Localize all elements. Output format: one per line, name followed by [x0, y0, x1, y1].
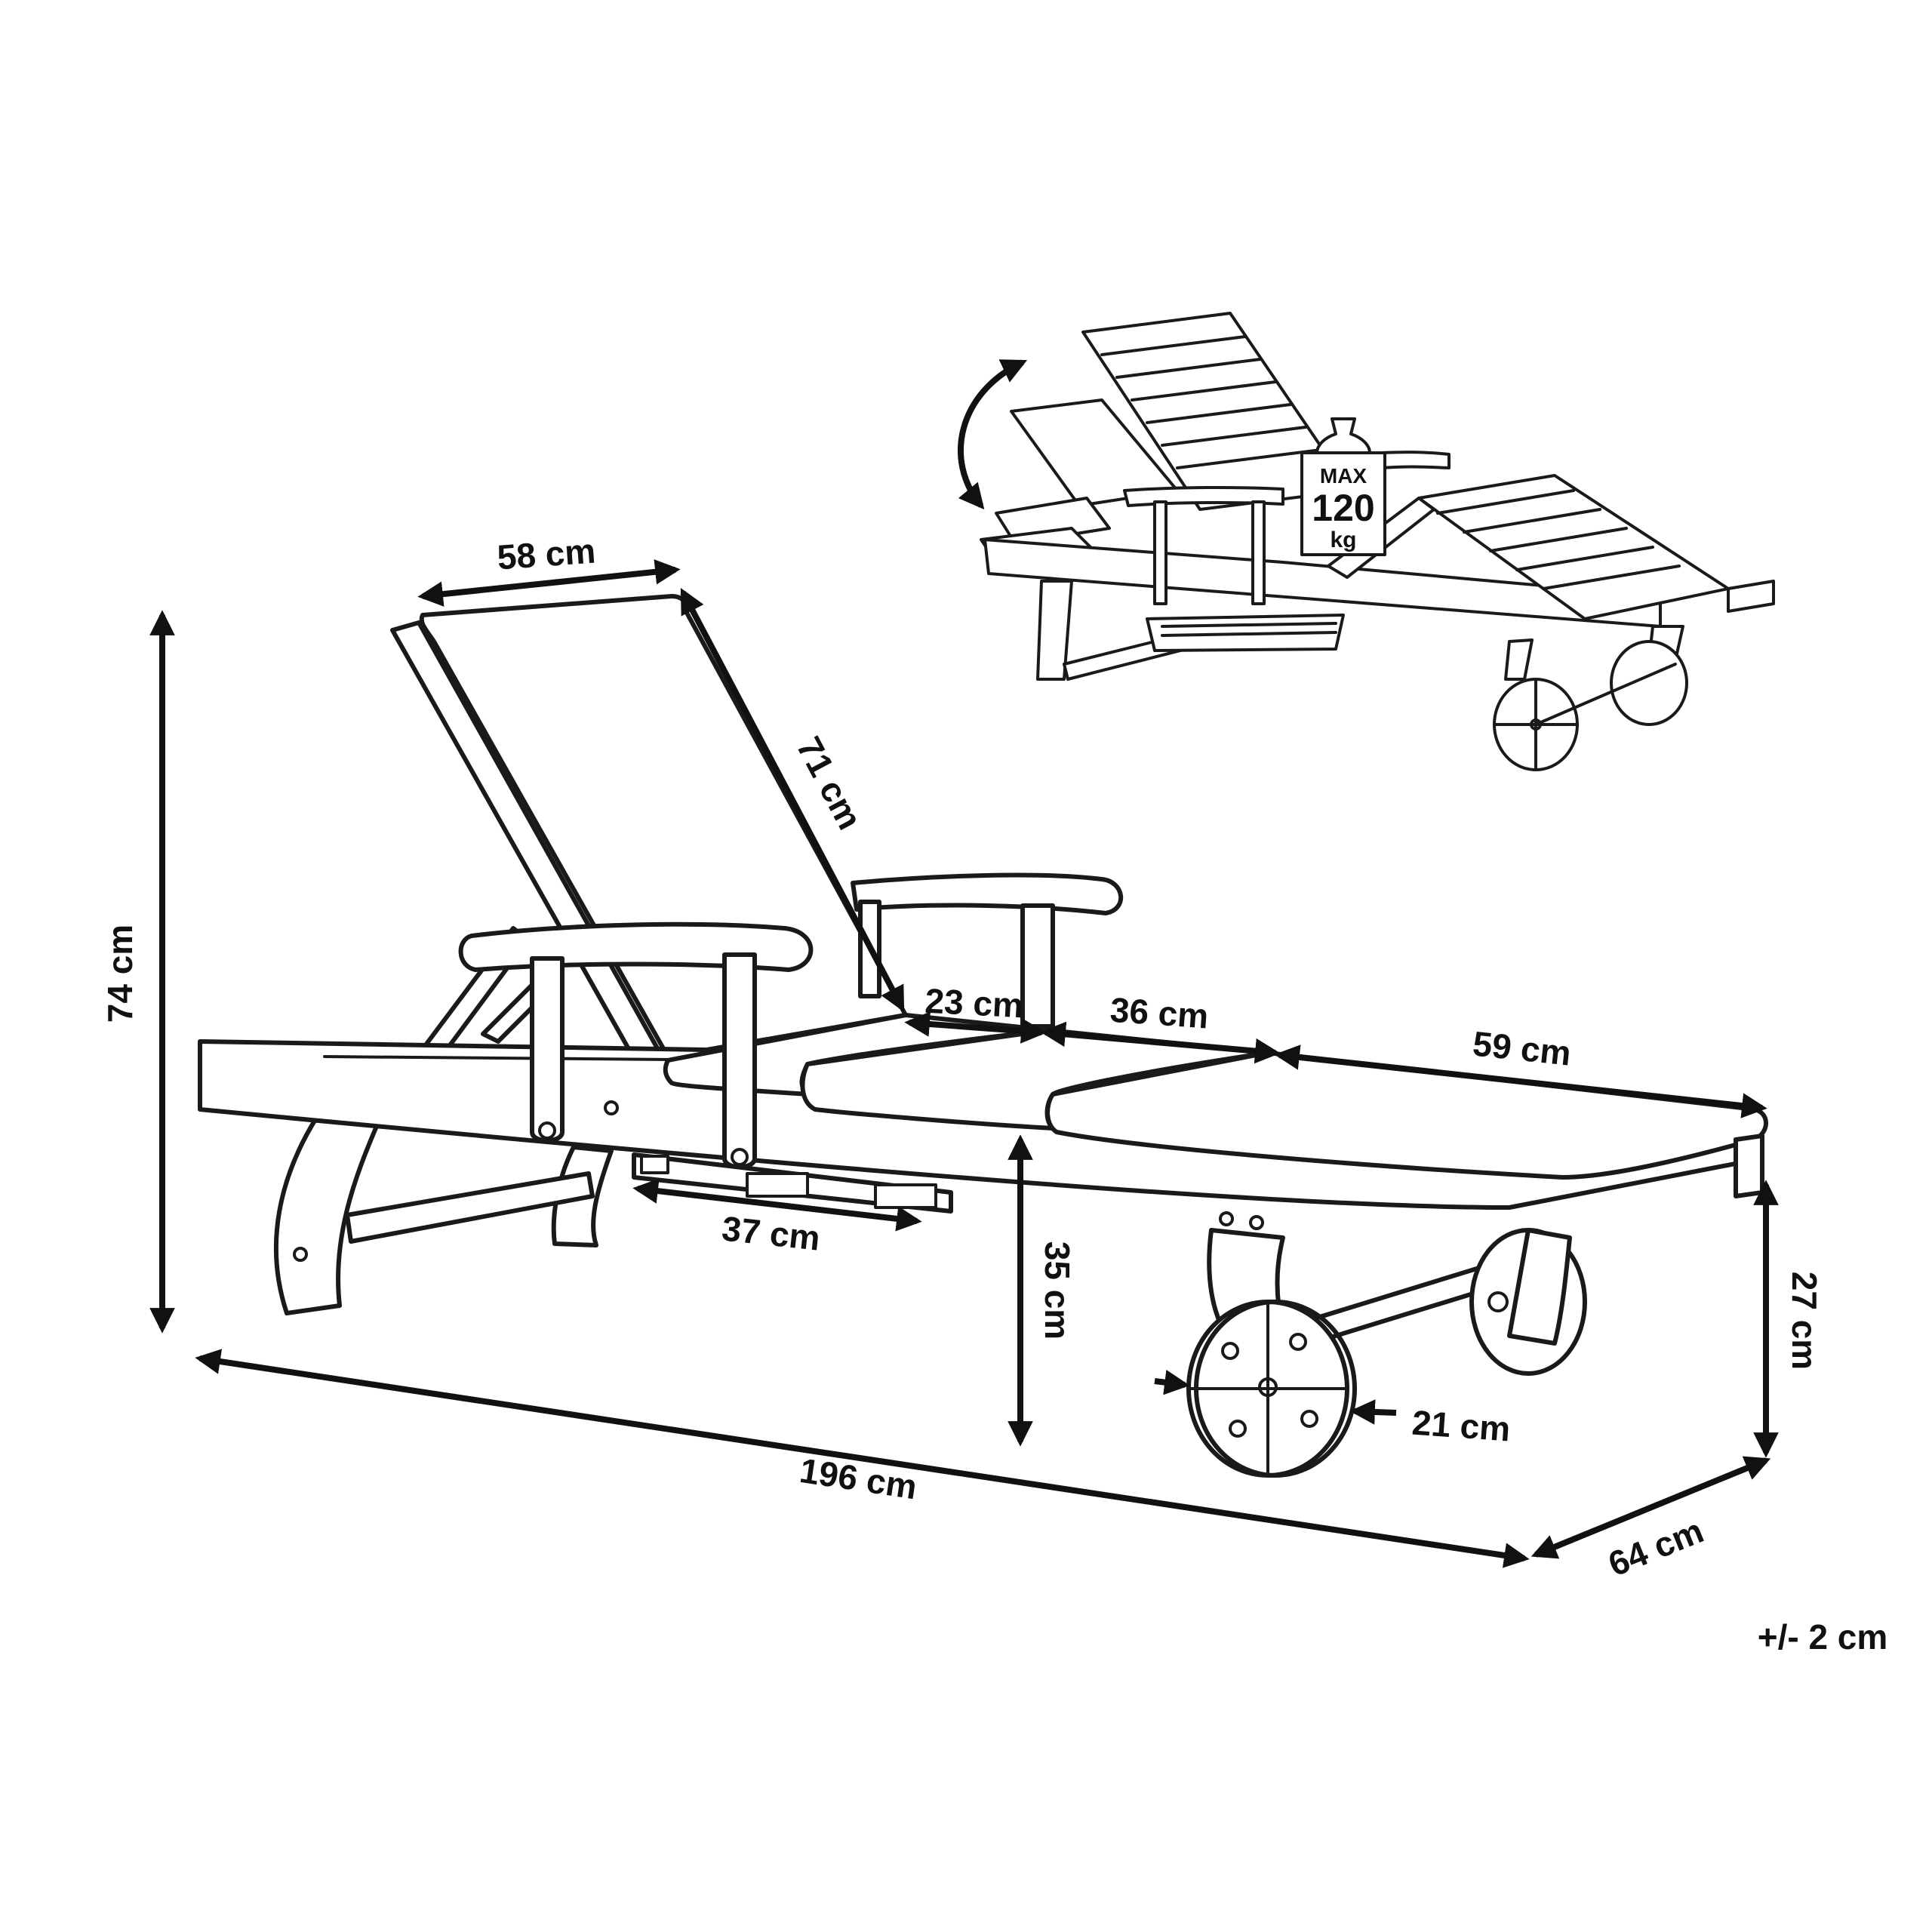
wheel-back-bracket: [1507, 1228, 1572, 1346]
dim-arrow-total-length: [195, 1349, 1530, 1568]
label-tolerance: +/- 2 cm: [1758, 1617, 1888, 1657]
weight-icon: [1300, 417, 1386, 556]
label-foot-segment: 59 cm: [1471, 1023, 1573, 1072]
dim-arrow-armrest-gap: [904, 1011, 1047, 1044]
dim-arrow-wheel-right: [1349, 1399, 1397, 1425]
dim-arrow-backrest-width: [417, 559, 681, 607]
label-seat-height: 35 cm: [1038, 1241, 1077, 1340]
load-badge-value: 120: [1312, 487, 1374, 529]
rear-crossbar: [345, 1171, 595, 1244]
label-total-height: 74 cm: [100, 924, 140, 1023]
dim-arrow-middle-segment: [1040, 1021, 1281, 1064]
dim-arrow-backrest-length: [680, 588, 905, 1012]
armrest-near: [458, 921, 814, 972]
foot-end: [1734, 1134, 1764, 1198]
label-total-length: 196 cm: [797, 1451, 919, 1506]
dim-arrow-wheel-left: [1154, 1369, 1190, 1395]
dim-arrow-tray-width: [632, 1178, 922, 1232]
armrest-far: [851, 872, 1123, 915]
dim-arrow-total-width: [1531, 1456, 1771, 1559]
label-armrest-gap: 23 cm: [924, 981, 1024, 1026]
rear-leg-left: [273, 1115, 380, 1315]
load-badge-max: MAX: [1320, 464, 1367, 488]
curved-double-arrow-icon: [958, 359, 1028, 510]
label-backrest-width: 58 cm: [496, 531, 597, 577]
label-middle-segment: 36 cm: [1109, 990, 1210, 1036]
label-wheel-diameter: 21 cm: [1411, 1403, 1512, 1449]
dim-arrow-foot-segment: [1274, 1044, 1767, 1118]
dimension-lines: [149, 559, 1779, 1568]
label-tray-width: 37 cm: [720, 1208, 822, 1257]
isometric-preview-illustration: MAX 120 kg: [958, 312, 1775, 771]
armrest-near-post-front: [722, 952, 757, 1170]
load-badge-unit: kg: [1330, 528, 1356, 552]
armrest-near-post-back: [530, 956, 565, 1143]
armrest-far-post: [1020, 903, 1055, 1029]
label-side-height: 27 cm: [1785, 1272, 1824, 1370]
